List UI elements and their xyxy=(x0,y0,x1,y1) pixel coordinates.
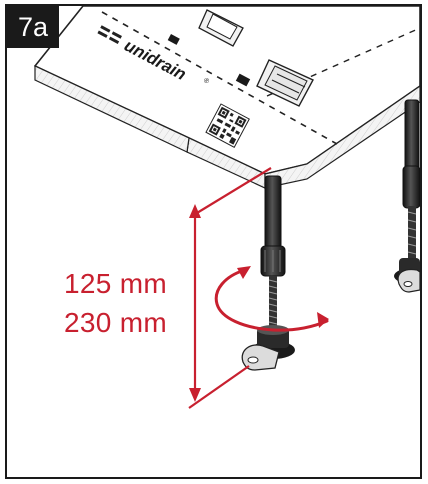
adjustable-leg xyxy=(241,175,295,371)
brand-registered-mark: ® xyxy=(202,76,211,86)
dimension-min-label: 125 mm xyxy=(64,268,167,299)
qr-code-icon xyxy=(205,103,250,148)
installation-illustration: unidrain ® xyxy=(34,6,420,409)
drain-fitting xyxy=(198,9,314,107)
step-badge: 7a xyxy=(7,6,59,48)
dimension-arrow-icon xyxy=(188,167,272,409)
instruction-panel: 7a xyxy=(5,4,422,479)
dimension-max-label: 230 mm xyxy=(64,307,167,338)
rotate-arrow-icon xyxy=(214,266,329,332)
adjustable-leg-rear xyxy=(394,99,420,293)
